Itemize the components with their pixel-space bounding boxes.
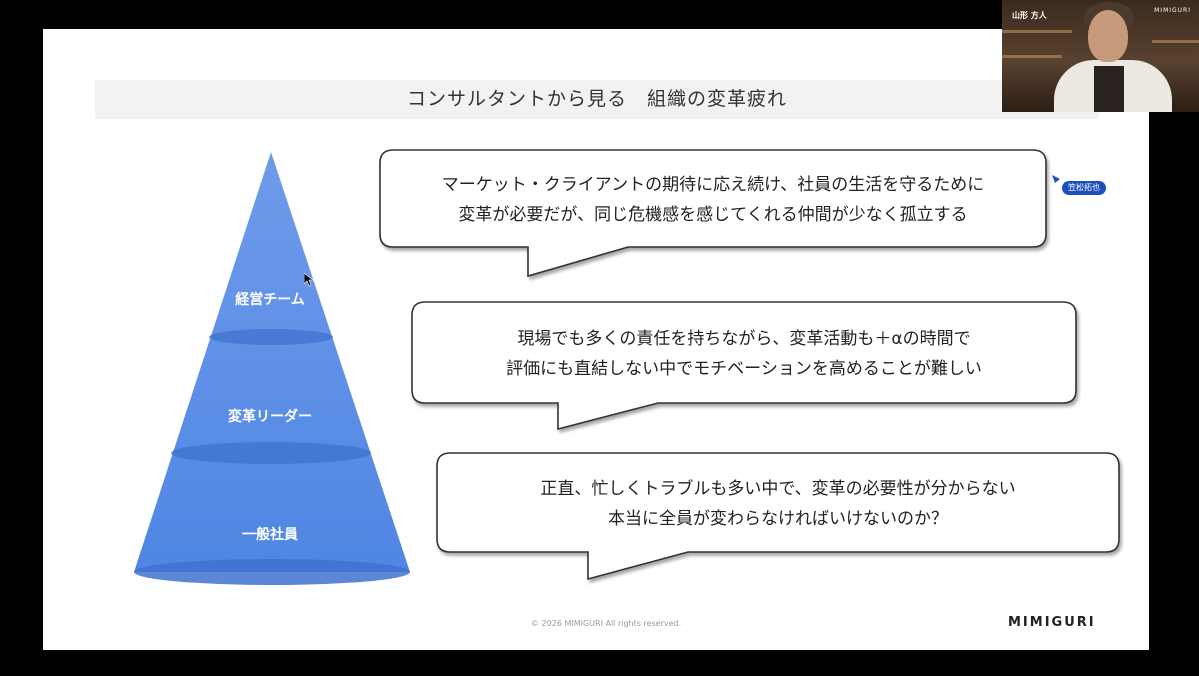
participant-name: 山形 方人 <box>1012 11 1047 20</box>
presenter-pointer-tag: 笠松拓也 <box>1062 181 1106 195</box>
participant-vest <box>1094 66 1124 112</box>
bubble-2-text: 現場でも多くの責任を持ちながら、変革活動も＋αの時間で 評価にも直結しない中でモ… <box>412 324 1076 384</box>
slide-title: コンサルタントから見る 組織の変革疲れ <box>406 88 787 110</box>
organization-pyramid <box>134 152 410 585</box>
bubble-1-text: マーケット・クライアントの期待に応え続け、社員の生活を守るために 変革が必要だが… <box>380 170 1046 230</box>
shared-slide: コンサルタントから見る 組織の変革疲れ 経営チーム 変革リーダー 一般社員 <box>43 29 1149 650</box>
pyramid-shape <box>134 152 410 572</box>
copyright-text: © 2026 MIMIGURI All rights reserved. <box>531 619 682 628</box>
bubble-3-text: 正直、忙しくトラブルも多い中で、変革の必要性が分からない 本当に全員が変わらなけ… <box>437 474 1119 534</box>
bubble-2-line-1: 現場でも多くの責任を持ちながら、変革活動も＋αの時間で <box>517 329 971 349</box>
participant-video-tile[interactable]: 山形 方人 MIMIGURI <box>1002 0 1199 112</box>
tier-label-executive: 経営チーム <box>235 292 305 308</box>
pyramid-ring-top <box>209 329 333 345</box>
brand-logo: MIMIGURI <box>1008 615 1096 630</box>
pyramid-ring-middle <box>171 442 371 464</box>
bubble-1-line-2: 変革が必要だが、同じ危機感を感じてくれる仲間が少なく孤立する <box>458 205 968 225</box>
bubble-3-line-2: 本当に全員が変わらなければいけないのか？ <box>608 509 948 529</box>
background-shelf <box>1002 30 1072 33</box>
bubble-3-line-1: 正直、忙しくトラブルも多い中で、変革の必要性が分からない <box>540 479 1016 499</box>
tier-label-change-leader: 変革リーダー <box>228 409 312 425</box>
video-brand: MIMIGURI <box>1154 7 1191 14</box>
background-shelf <box>1002 55 1062 58</box>
tier-label-general-staff: 一般社員 <box>242 527 298 543</box>
participant-head <box>1088 10 1128 62</box>
slide-title-band: コンサルタントから見る 組織の変革疲れ <box>95 80 1099 119</box>
mouse-cursor-icon <box>304 273 314 287</box>
bubble-1-line-1: マーケット・クライアントの期待に応え続け、社員の生活を守るために <box>441 175 985 195</box>
pyramid-base <box>134 559 410 585</box>
background-shelf <box>1152 40 1199 43</box>
bubble-2-line-2: 評価にも直結しない中でモチベーションを高めることが難しい <box>506 359 982 379</box>
presenter-pointer-icon <box>1052 175 1060 183</box>
